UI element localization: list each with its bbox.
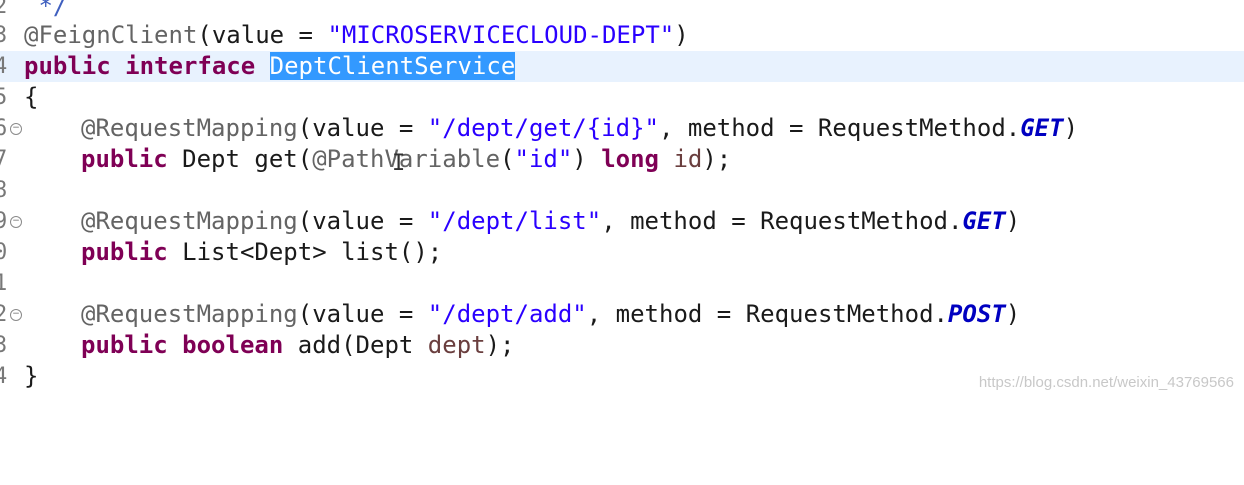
plain-token: (value =	[297, 114, 428, 142]
string-token: "/dept/get/{id}"	[427, 114, 659, 142]
line-number: 3	[0, 333, 8, 358]
plain-token: )	[1063, 114, 1079, 142]
code-text: public List<Dept> list();	[81, 237, 442, 268]
line-number: 1	[0, 271, 8, 296]
plain-token: )	[572, 145, 602, 173]
code-text: @RequestMapping(value = "/dept/get/{id}"…	[81, 113, 1078, 144]
plain-token: , method = RequestMethod.	[586, 300, 948, 328]
code-text: public Dept get(@PathVariable("id") long…	[81, 144, 731, 175]
line-number: 4	[0, 54, 8, 79]
fold-toggle-icon[interactable]: −	[10, 123, 22, 135]
annotation-token: @RequestMapping	[81, 207, 298, 235]
annotation-token: @RequestMapping	[81, 114, 298, 142]
string-token: "/dept/add"	[427, 300, 587, 328]
keyword-token: public interface	[24, 52, 270, 80]
plain-token: (value =	[297, 207, 428, 235]
plain-token: add(Dept	[283, 331, 428, 359]
fold-toggle-icon[interactable]: −	[10, 216, 22, 228]
comment-token: */	[24, 0, 68, 20]
line-number: 3	[0, 23, 8, 48]
code-editor[interactable]: 2 */ 3 @FeignClient(value = "MICROSERVIC…	[0, 0, 1244, 404]
plain-token: );	[485, 331, 515, 359]
plain-token: Dept get(	[167, 145, 313, 173]
plain-token: )	[1005, 300, 1021, 328]
code-line[interactable]: 9 − @RequestMapping(value = "/dept/list"…	[0, 206, 1244, 237]
parameter-token: id	[673, 145, 703, 173]
code-text: public interface DeptClientService	[24, 51, 516, 82]
plain-token: (value =	[197, 21, 328, 49]
code-text: @RequestMapping(value = "/dept/add", met…	[81, 299, 1020, 330]
annotation-token: @RequestMapping	[81, 300, 298, 328]
code-line[interactable]: 3 @FeignClient(value = "MICROSERVICECLOU…	[0, 20, 1244, 51]
code-line[interactable]: 8	[0, 175, 1244, 206]
code-line[interactable]: 3 public boolean add(Dept dept);	[0, 330, 1244, 361]
constant-token: GET	[962, 207, 1006, 235]
line-number: 4	[0, 364, 8, 389]
plain-token: (value =	[297, 300, 428, 328]
plain-token: , method = RequestMethod.	[601, 207, 963, 235]
code-line[interactable]: 6 − @RequestMapping(value = "/dept/get/{…	[0, 113, 1244, 144]
plain-token: )	[674, 21, 689, 49]
plain-token	[659, 145, 673, 173]
string-token: "/dept/list"	[427, 207, 602, 235]
code-text: public boolean add(Dept dept);	[81, 330, 515, 361]
code-text: {	[24, 83, 39, 111]
code-line[interactable]: 7 public Dept get(@PathVariable("id") lo…	[0, 144, 1244, 175]
annotation-token: @FeignClient	[24, 21, 198, 49]
line-number: 7	[0, 147, 8, 172]
line-number: 2	[0, 0, 8, 19]
line-number: 2	[0, 302, 8, 327]
fold-toggle-icon[interactable]: −	[10, 309, 22, 321]
plain-token: );	[702, 145, 732, 173]
annotation-token: @PathVariable	[312, 145, 501, 173]
code-text: @FeignClient(value = "MICROSERVICECLOUD-…	[24, 20, 689, 51]
watermark: https://blog.csdn.net/weixin_43769566	[978, 374, 1234, 391]
line-number: 8	[0, 178, 8, 203]
code-text: */	[24, 0, 67, 22]
text-cursor-icon: I	[392, 151, 406, 176]
line-number: 9	[0, 209, 8, 234]
constant-token: POST	[947, 300, 1006, 328]
code-line-current[interactable]: 4 public interface DeptClientService	[0, 51, 1244, 82]
keyword-token: public boolean	[81, 331, 284, 359]
keyword-token: public	[81, 145, 168, 173]
line-number: 6	[0, 116, 8, 141]
keyword-token: long	[601, 145, 659, 173]
code-line[interactable]: 4 }	[0, 361, 1244, 392]
string-token: "id"	[514, 145, 573, 173]
constant-token: GET	[1020, 114, 1064, 142]
plain-token: )	[1005, 207, 1021, 235]
plain-token: , method = RequestMethod.	[658, 114, 1021, 142]
plain-token: (	[500, 145, 515, 173]
selected-text[interactable]: DeptClientService	[269, 52, 516, 80]
code-line[interactable]: 2 */	[0, 0, 1244, 22]
line-number: 0	[0, 240, 8, 265]
string-token: "MICROSERVICECLOUD-DEPT"	[327, 21, 675, 49]
code-line[interactable]: 1	[0, 268, 1244, 299]
keyword-token: public	[81, 238, 168, 266]
code-line[interactable]: 5 {	[0, 82, 1244, 113]
plain-token: List<Dept> list();	[167, 238, 443, 266]
code-line[interactable]: 2 − @RequestMapping(value = "/dept/add",…	[0, 299, 1244, 330]
code-text: @RequestMapping(value = "/dept/list", me…	[81, 206, 1020, 237]
parameter-token: dept	[427, 331, 486, 359]
code-line[interactable]: 0 public List<Dept> list();	[0, 237, 1244, 268]
code-text: }	[24, 362, 39, 390]
line-number: 5	[0, 85, 8, 110]
